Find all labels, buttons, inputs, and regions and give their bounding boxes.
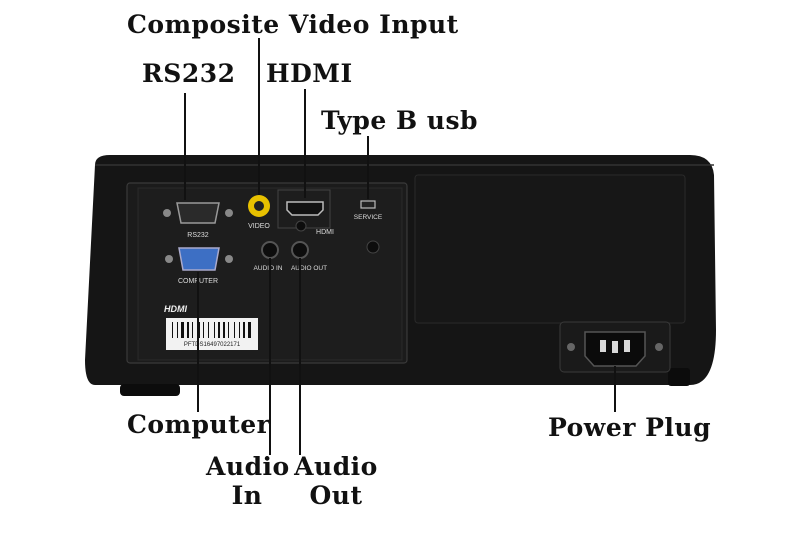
video-jack-hole — [254, 201, 264, 211]
side-panel — [414, 174, 686, 324]
service-panel-label: SERVICE — [354, 214, 383, 221]
barcode-bar — [214, 322, 215, 338]
barcode-bar — [208, 322, 209, 338]
audio-out-ring — [291, 241, 309, 259]
callout-computer: Computer — [127, 410, 271, 439]
callout-audio-in-line1: Audio — [206, 452, 290, 481]
left-foot — [120, 384, 180, 396]
callout-audio-in-line2: In — [231, 481, 263, 510]
barcode-bar — [203, 322, 204, 338]
video-panel-label: VIDEO — [248, 223, 270, 230]
power-pin-left — [600, 340, 606, 352]
computer-vga-port[interactable] — [165, 247, 233, 271]
barcode-bar — [243, 322, 245, 338]
vga-screw-left — [165, 255, 173, 263]
callout-audio-out-line2: Out — [309, 481, 363, 510]
rs232-screw-left — [163, 209, 171, 217]
barcode-serial: PFTDS16497022171 — [184, 342, 241, 348]
right-foot — [668, 368, 690, 386]
usb-service-port[interactable] — [360, 200, 376, 209]
panel-screw — [366, 240, 380, 254]
vga-shell — [178, 247, 220, 271]
audio-in-jack[interactable] — [261, 241, 279, 259]
audio-in-ring — [261, 241, 279, 259]
audio-out-panel-label: AUDIO OUT — [291, 265, 327, 272]
callout-usb: Type B usb — [321, 106, 479, 135]
hdmi-shell — [286, 201, 324, 216]
hdmi-panel-label: HDMI — [316, 229, 334, 236]
power-screw-left — [567, 343, 575, 351]
audio-in-panel-label: AUDIO IN — [254, 265, 283, 272]
hdmi-logo: HDMI — [164, 304, 187, 314]
callout-audio-out-line1: Audio — [294, 452, 378, 481]
barcode-bar — [218, 322, 220, 338]
power-plug-socket[interactable] — [584, 331, 646, 367]
rs232-panel-label: RS232 — [187, 232, 209, 239]
power-pin-right — [624, 340, 630, 352]
callout-audio-in: Audio In — [206, 452, 290, 510]
callout-power-plug: Power Plug — [548, 413, 712, 442]
power-screw-right — [655, 343, 663, 351]
usb-shell — [360, 200, 376, 209]
callout-rs232: RS232 — [142, 59, 236, 88]
rs232-shell — [176, 202, 220, 224]
barcode-bar — [248, 322, 251, 338]
video-jack[interactable] — [248, 195, 270, 217]
callout-audio-out: Audio Out — [294, 452, 378, 510]
barcode-bar — [187, 322, 189, 338]
leader-lines — [184, 38, 616, 455]
rs232-port[interactable] — [163, 202, 233, 224]
barcode-bar — [228, 322, 229, 338]
rs232-screw-right — [225, 209, 233, 217]
barcode-bar — [177, 322, 178, 338]
callout-hdmi: HDMI — [266, 59, 353, 88]
barcode-bar — [234, 322, 235, 338]
vga-screw-right — [225, 255, 233, 263]
hdmi-screw — [295, 220, 307, 232]
barcode-bar — [181, 322, 184, 338]
barcode-bar — [172, 322, 173, 338]
callout-composite-video: Composite Video Input — [127, 10, 459, 39]
barcode-bar — [239, 322, 240, 338]
barcode-bar — [223, 322, 225, 338]
hdmi-port[interactable] — [286, 201, 324, 216]
barcode-bar — [192, 322, 193, 338]
power-pin-center — [612, 341, 618, 353]
audio-out-jack[interactable] — [291, 241, 309, 259]
